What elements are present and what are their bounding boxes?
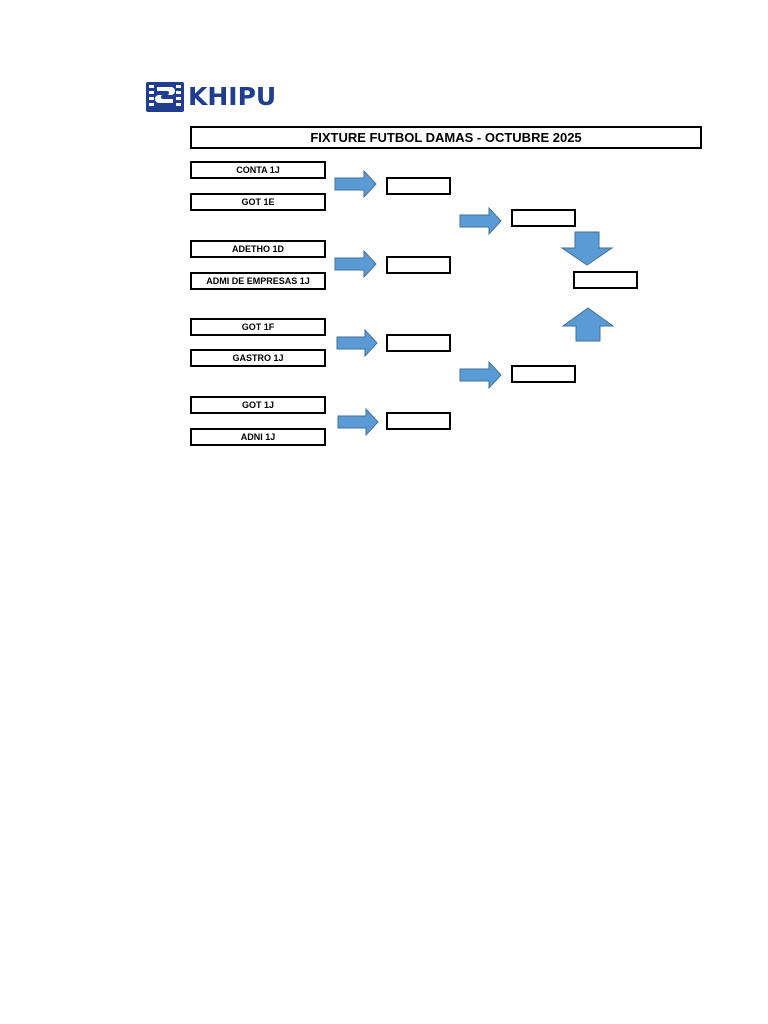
team-box-4: ADMI DE EMPRESAS 1J: [190, 272, 326, 290]
quarterfinal-winner-slot-4[interactable]: [386, 412, 451, 430]
right-arrow-icon: [459, 206, 502, 236]
brand-name: KHIPU: [188, 82, 277, 111]
down-arrow-icon: [560, 231, 614, 266]
right-arrow-icon: [336, 328, 378, 358]
fixture-title: FIXTURE FUTBOL DAMAS - OCTUBRE 2025: [190, 126, 702, 149]
right-arrow-icon: [337, 407, 379, 437]
champion-slot[interactable]: [573, 271, 638, 289]
team-box-7: GOT 1J: [190, 396, 326, 414]
team-box-3: ADETHO 1D: [190, 240, 326, 258]
khipu-logo: KHIPU: [144, 79, 300, 115]
team-box-6: GASTRO 1J: [190, 349, 326, 367]
semifinal-winner-slot-2[interactable]: [511, 365, 576, 383]
quarterfinal-winner-slot-2[interactable]: [386, 256, 451, 274]
team-box-8: ADNI 1J: [190, 428, 326, 446]
semifinal-winner-slot-1[interactable]: [511, 209, 576, 227]
quarterfinal-winner-slot-1[interactable]: [386, 177, 451, 195]
up-arrow-icon: [561, 307, 615, 342]
right-arrow-icon: [459, 360, 502, 390]
right-arrow-icon: [334, 249, 377, 279]
logo-emblem-icon: [146, 82, 184, 112]
team-box-1: CONTA 1J: [190, 161, 326, 179]
right-arrow-icon: [334, 169, 377, 199]
quarterfinal-winner-slot-3[interactable]: [386, 334, 451, 352]
team-box-5: GOT 1F: [190, 318, 326, 336]
team-box-2: GOT 1E: [190, 193, 326, 211]
